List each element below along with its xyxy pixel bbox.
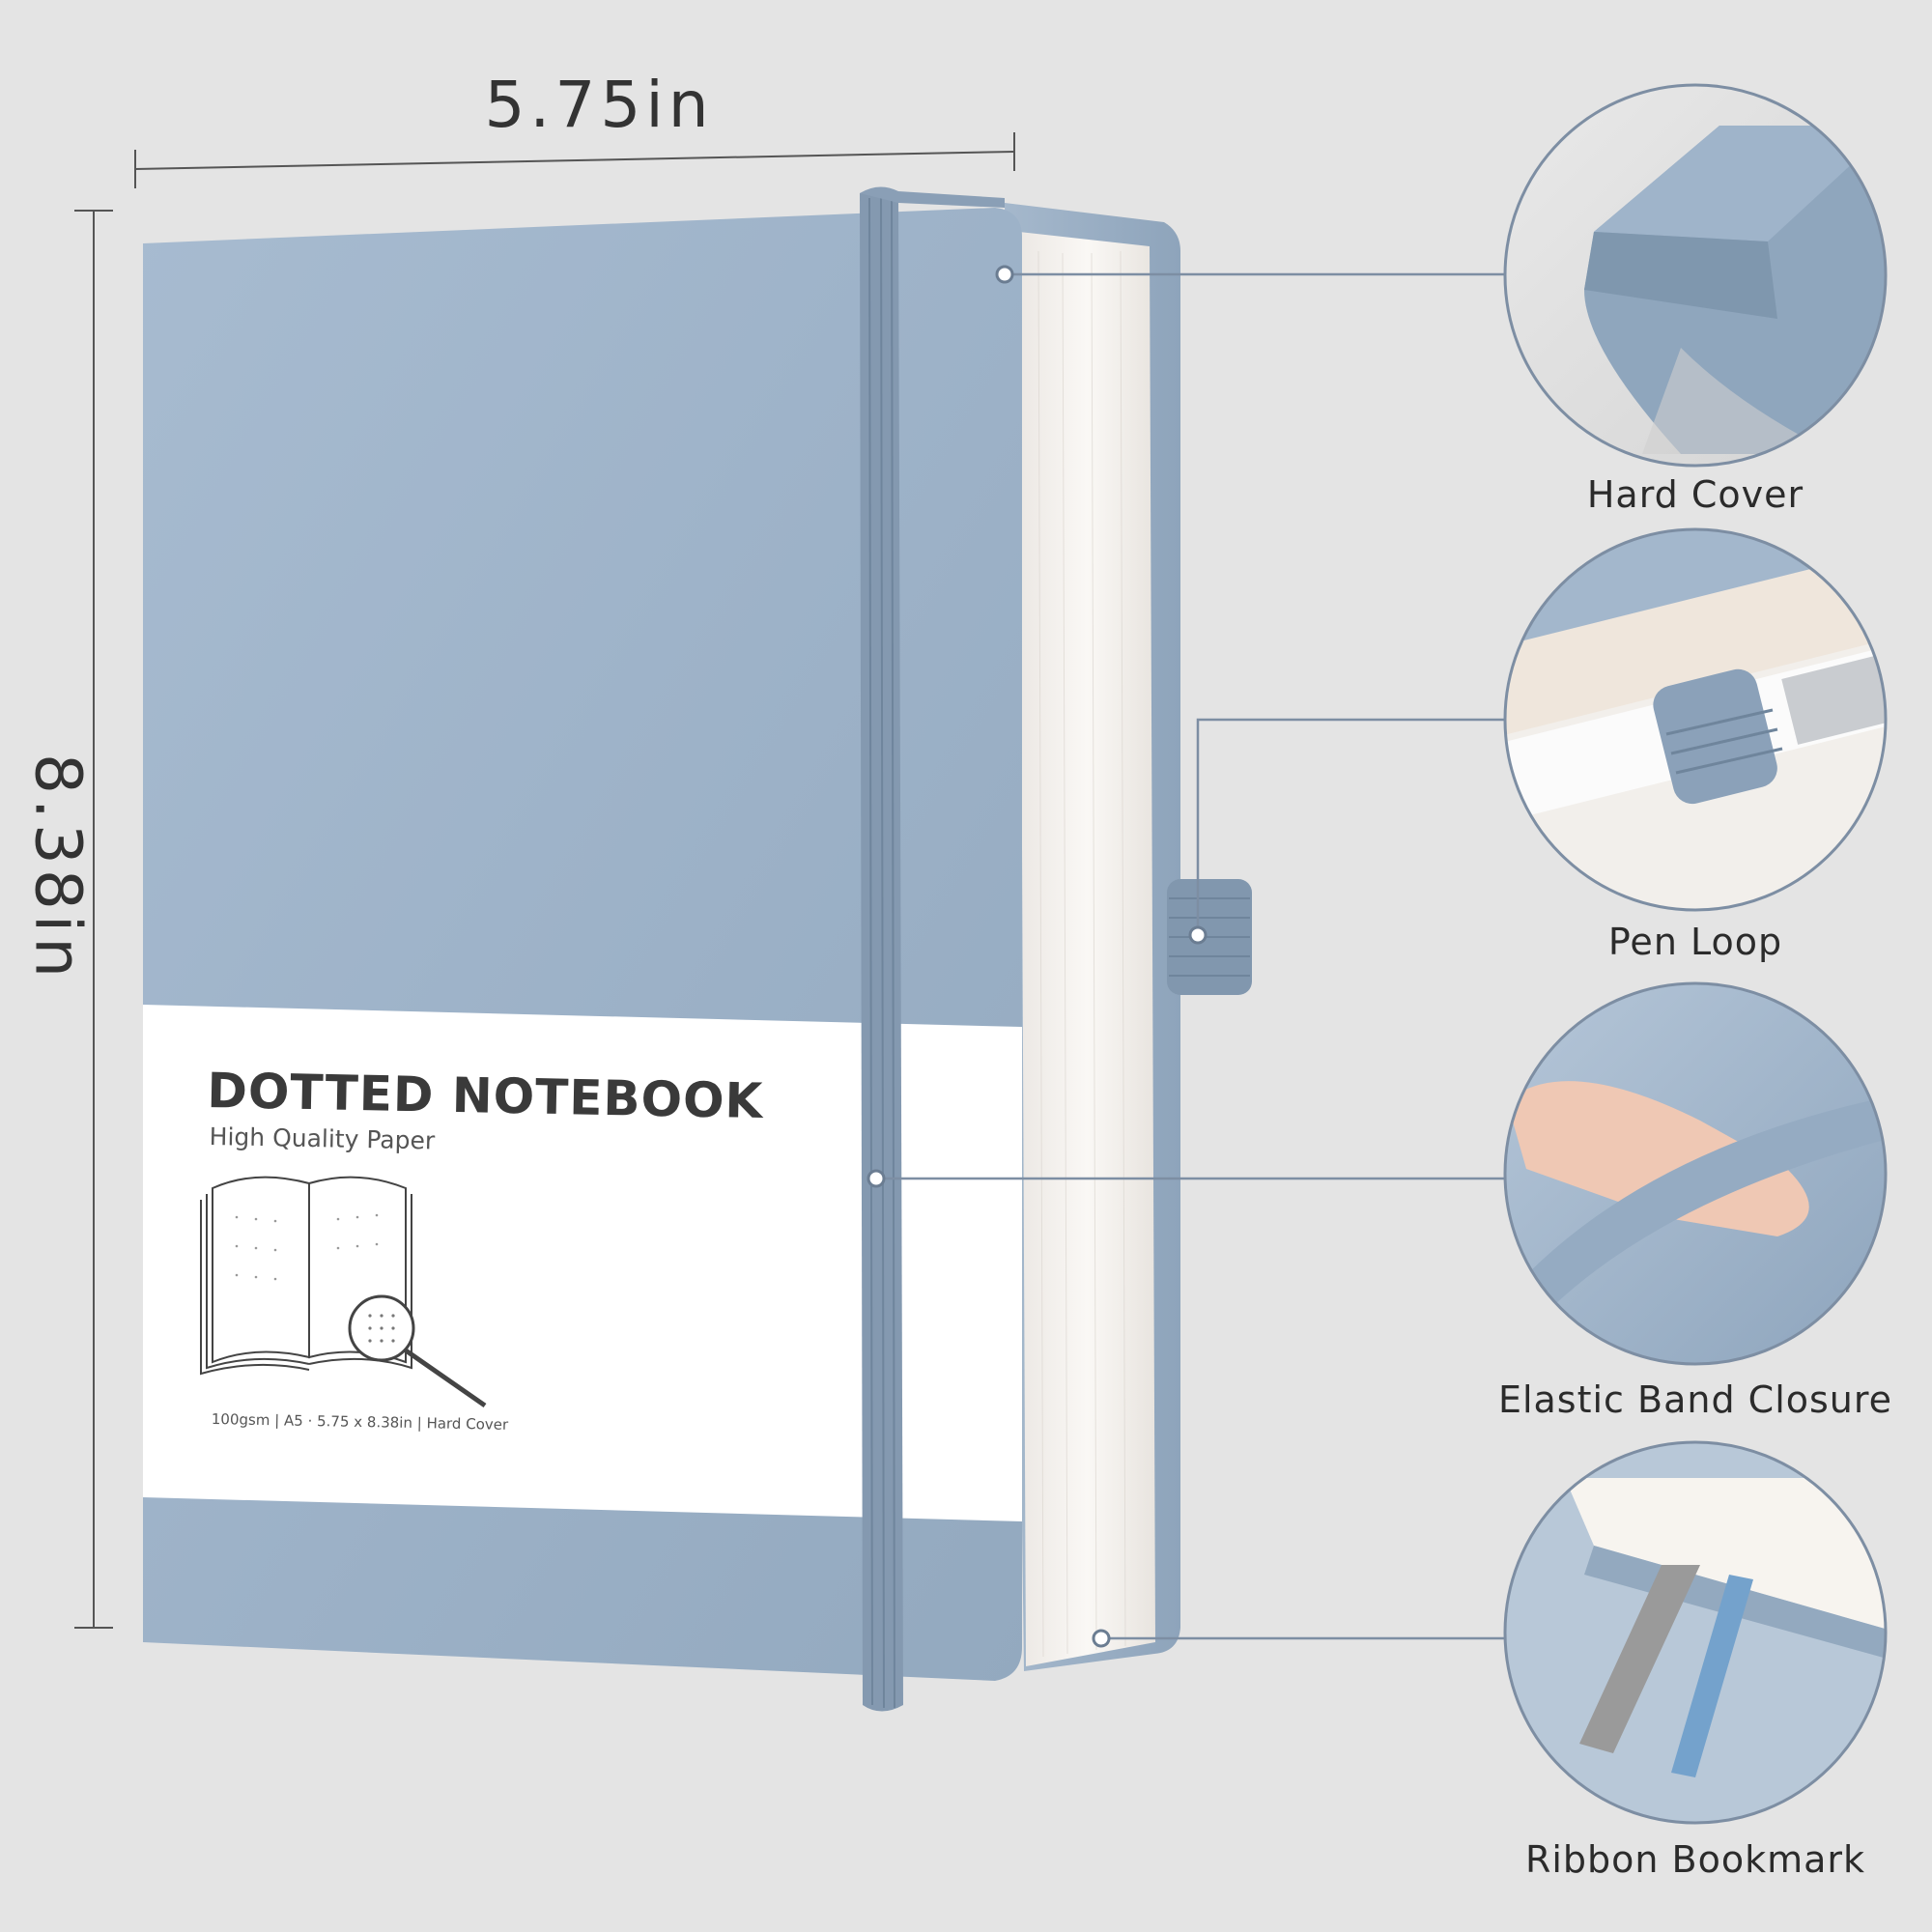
- width-dimension-line: [134, 132, 1015, 188]
- feature-label-hard-cover: Hard Cover: [1586, 473, 1804, 516]
- cover-label-band: [143, 1005, 1022, 1521]
- pen-loop-detail-circle: [1503, 527, 1888, 912]
- callout-dots: [867, 265, 1208, 1648]
- height-dimension-line: [74, 210, 113, 1629]
- open-book-icon: [200, 1176, 412, 1376]
- feature-label-elastic-band-closure: Elastic Band Closure: [1497, 1378, 1893, 1421]
- width-dimension-label: 5.75in: [484, 68, 714, 142]
- ribbon-bookmark-detail-circle: [1503, 1440, 1888, 1825]
- feature-label-pen-loop: Pen Loop: [1607, 921, 1783, 963]
- feature-label-ribbon-bookmark: Ribbon Bookmark: [1524, 1838, 1866, 1881]
- cover-title: DOTTED NOTEBOOK: [206, 1063, 764, 1130]
- elastic-band-detail-circle: [1503, 981, 1888, 1366]
- hard-cover-detail-circle: [1503, 83, 1888, 468]
- callout-lines: [876, 272, 1505, 1640]
- cover-subtitle: High Quality Paper: [209, 1122, 436, 1155]
